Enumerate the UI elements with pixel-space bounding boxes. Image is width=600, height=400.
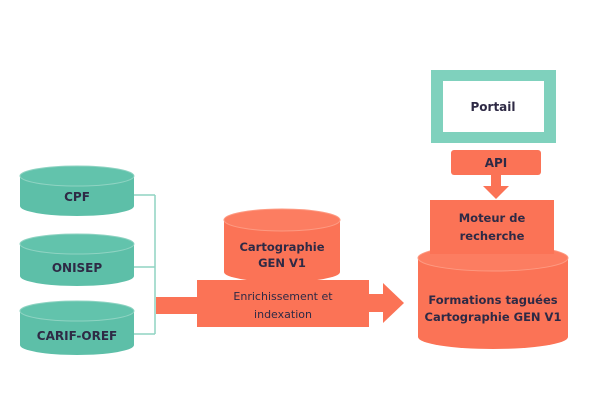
cartographie-label-line2: GEN V1 xyxy=(258,256,306,270)
moteur-label-line1: Moteur de xyxy=(459,211,526,225)
arrow-shaft xyxy=(369,294,385,312)
cylinder-top xyxy=(19,233,135,255)
cylinder-body xyxy=(418,258,568,349)
arrow-head xyxy=(483,186,509,199)
source-carif-oref: CARIF-OREF xyxy=(19,300,135,355)
cylinder-top xyxy=(223,208,341,232)
portail-screen: Portail xyxy=(431,70,556,143)
enrichissement-rect xyxy=(197,280,369,327)
source-label-cpf: CPF xyxy=(64,190,90,204)
source-label-onisep: ONISEP xyxy=(52,261,103,275)
arrow-shaft xyxy=(491,175,501,187)
enrichissement-box: Enrichissement et indexation xyxy=(197,280,369,327)
enrichissement-label-line2: indexation xyxy=(254,308,312,321)
enrichissement-label-line1: Enrichissement et xyxy=(233,290,333,303)
formations-cylinder: Formations taguées Cartographie GEN V1 xyxy=(417,244,569,349)
api-box: API xyxy=(451,150,541,175)
formations-label-line2: Cartographie GEN V1 xyxy=(425,310,562,324)
api-down-arrow xyxy=(483,175,509,199)
portail-label: Portail xyxy=(470,100,515,114)
source-onisep: ONISEP xyxy=(19,233,135,286)
api-rect xyxy=(451,150,541,175)
moteur-rect xyxy=(430,200,554,254)
cartographie-label-line1: Cartographie xyxy=(239,240,324,254)
cylinder-body xyxy=(20,176,134,216)
flow-arrow-right xyxy=(369,283,404,323)
flow-arrow-shaft xyxy=(156,297,198,314)
cylinder-body xyxy=(20,311,134,355)
cylinder-body xyxy=(224,220,340,282)
api-label: API xyxy=(485,156,508,170)
cylinder-body xyxy=(20,244,134,286)
moteur-box: Moteur de recherche xyxy=(430,200,554,254)
cylinder-top xyxy=(19,300,135,322)
portail-inner xyxy=(443,81,544,132)
source-connector xyxy=(134,194,156,335)
source-cpf: CPF xyxy=(19,165,135,216)
moteur-label-line2: recherche xyxy=(460,229,525,243)
source-label-carif-oref: CARIF-OREF xyxy=(37,329,117,343)
formations-label-line1: Formations taguées xyxy=(428,293,557,307)
cartographie-cylinder: Cartographie GEN V1 xyxy=(223,208,341,282)
cylinder-top xyxy=(19,165,135,187)
arrow-head xyxy=(383,283,404,323)
